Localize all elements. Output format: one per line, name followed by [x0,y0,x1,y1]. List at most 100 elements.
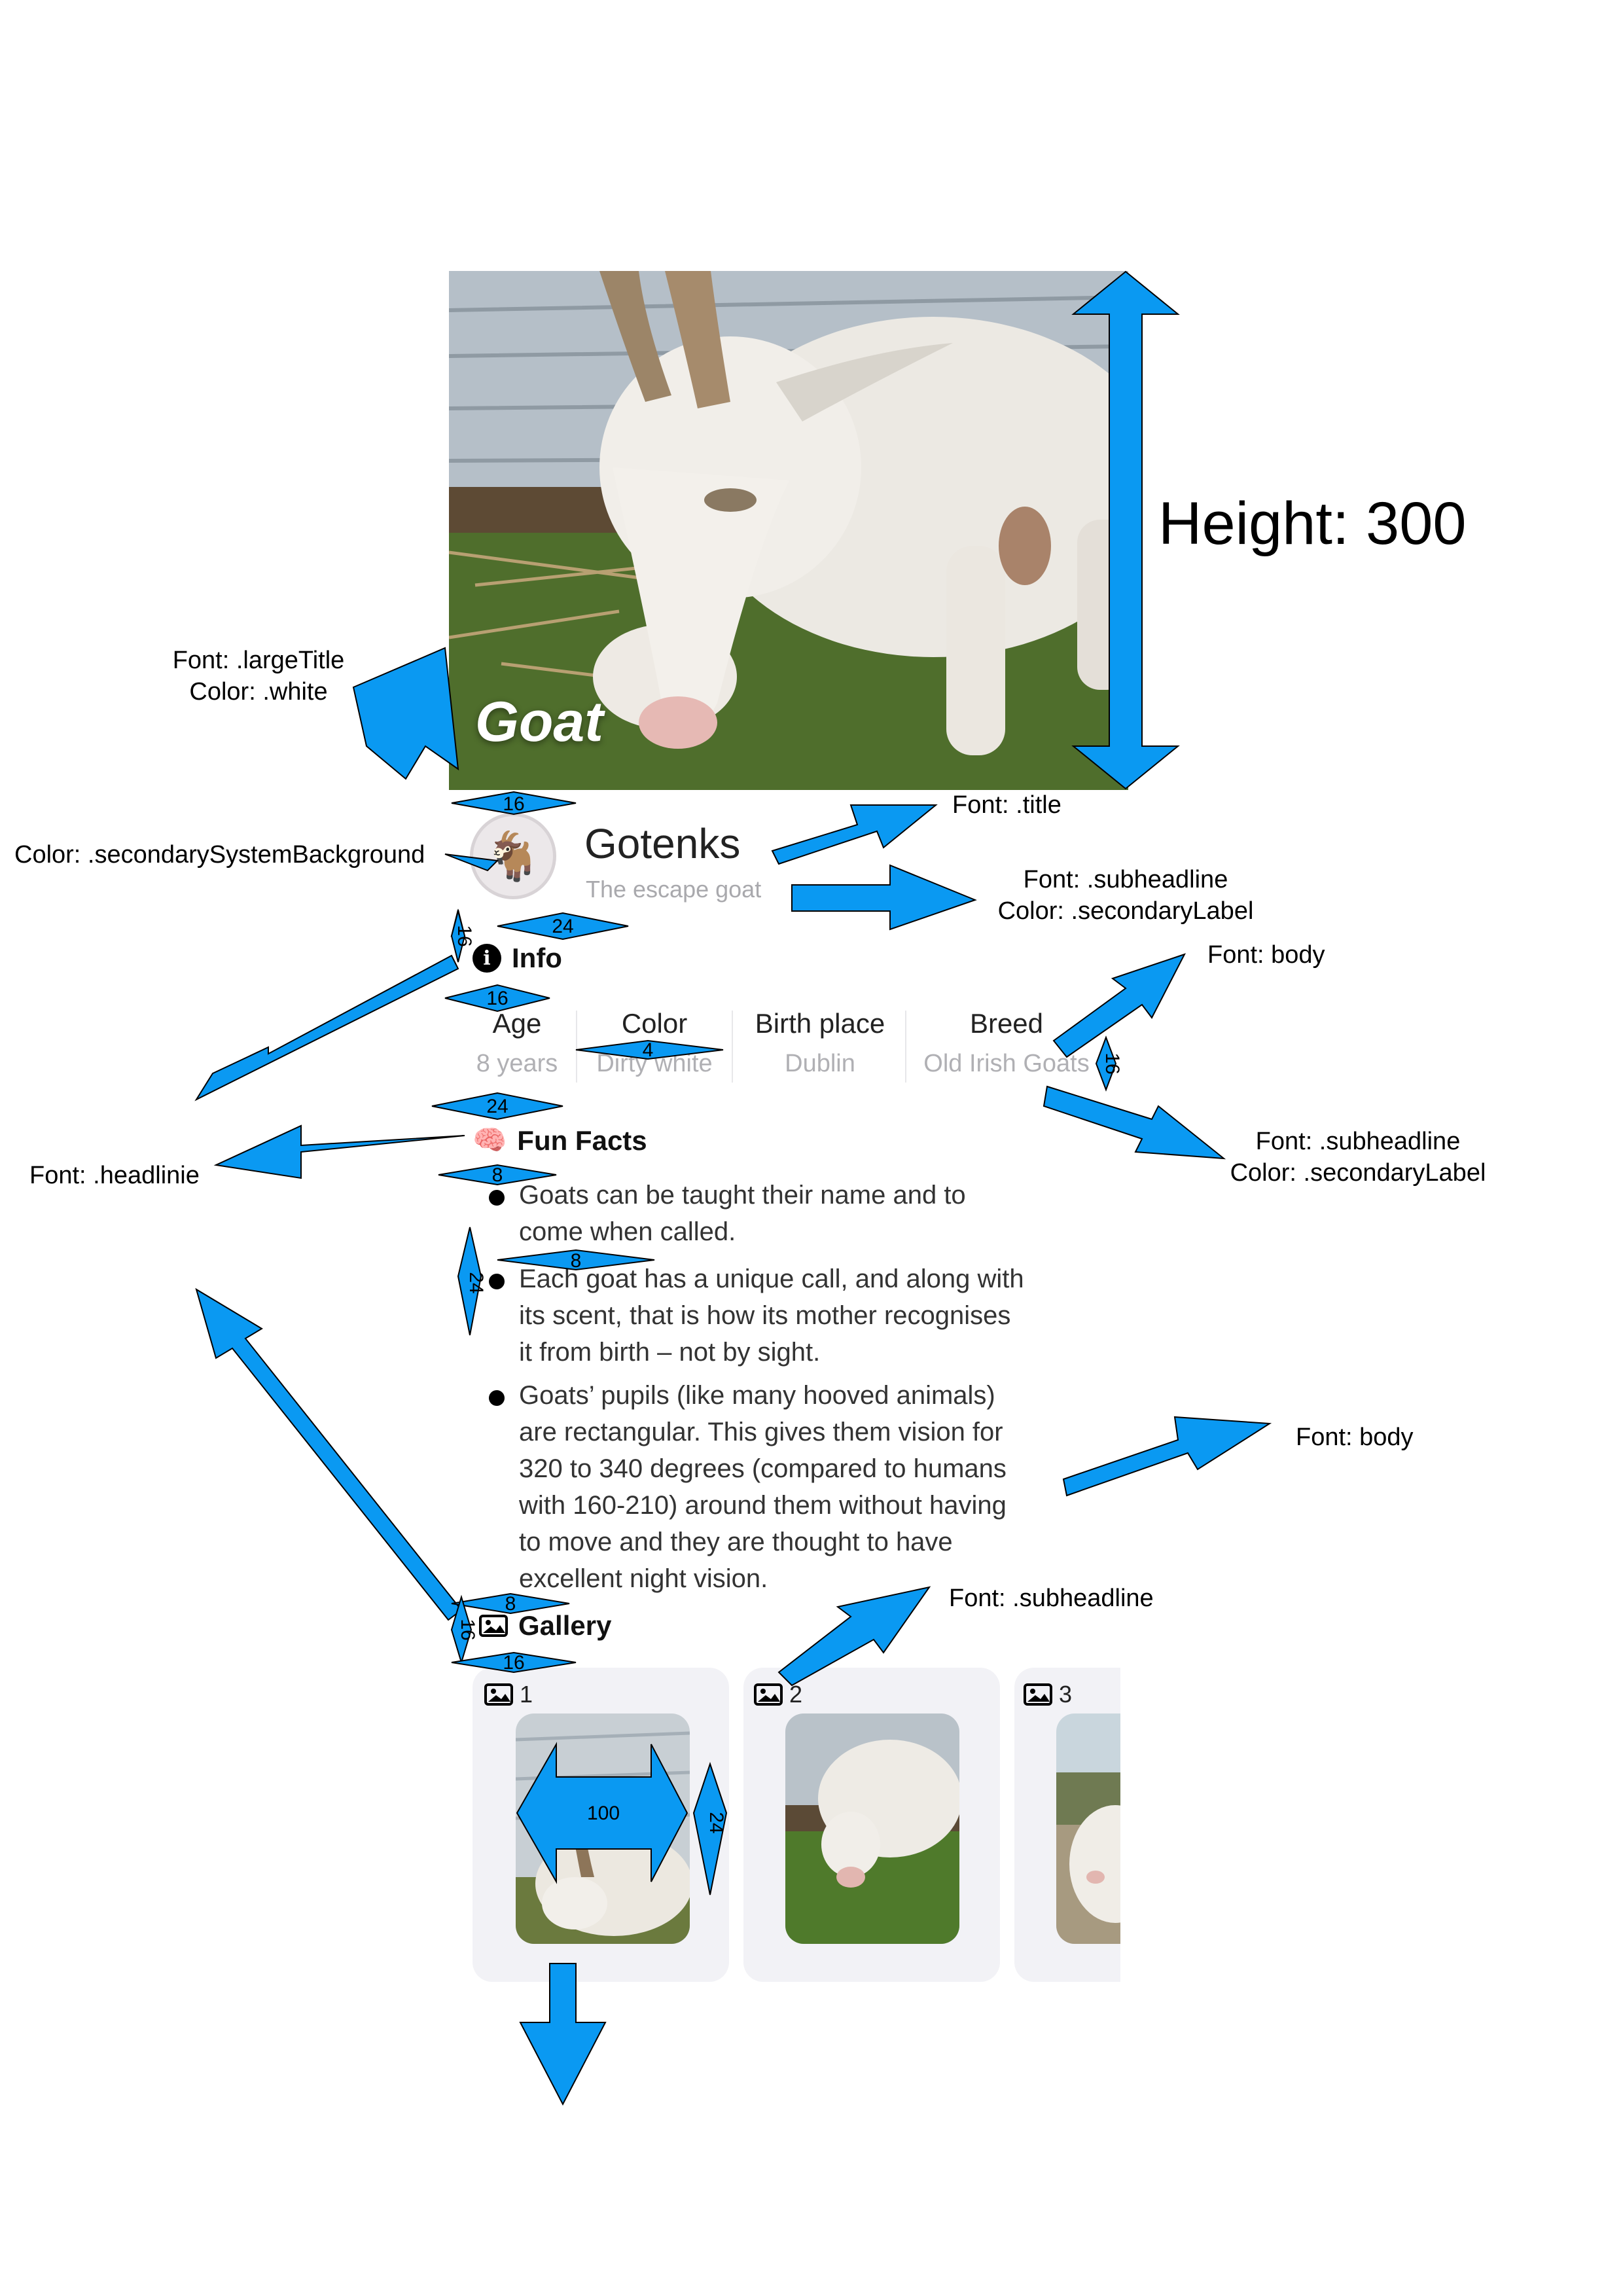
fun-facts-header: 🧠 Fun Facts [473,1124,647,1157]
fun-facts-title: Fun Facts [517,1124,647,1156]
height-note: Height: 300 [1158,490,1467,557]
info-arrow [194,954,459,1102]
dim-gallery-top [451,1592,570,1615]
goat-photo [516,1713,690,1944]
fun-fact-item: Goats’ pupils (like many hooved animals)… [519,1377,1108,1597]
gallery-card[interactable]: 2 [743,1668,1000,1982]
goat-photo [785,1713,959,1944]
dim-fact-gap [497,1249,655,1271]
dim-label: 24 [552,916,573,937]
dim-thumb-w [516,1742,688,1884]
body-top-note: Font: body [1207,941,1325,969]
fun-fact-item: Goats can be taught their name and to co… [519,1177,1108,1250]
gallery-card[interactable]: 3 [1014,1668,1120,1982]
info-value: Old Irish Goats [923,1050,1090,1077]
fact-line: its scent, that is how its mother recogn… [519,1301,1011,1330]
bullet-dot [489,1274,505,1289]
gallery-card-header: 1 [484,1681,533,1708]
dim-info-gap [444,984,550,1013]
goat-photo [449,271,1128,790]
dim-label: 8 [571,1250,582,1272]
gallery-card-clip: 3 [1014,1668,1120,1982]
avatar-arrow [444,853,499,872]
body-arrow [1052,953,1186,1058]
gallery-card-label: 3 [1059,1681,1073,1708]
avatar: 🐐 [470,813,556,899]
gallery-card-header: 3 [1024,1681,1072,1708]
fact-line: Each goat has a unique call, and along w… [519,1265,1024,1293]
dim-avatar-gap [497,912,629,941]
gallery-subheadline-note: Font: .subheadline [949,1585,1154,1612]
gallery-header: Gallery [479,1610,611,1641]
divider [905,1011,906,1083]
fact-line: to move and they are thought to have [519,1528,953,1556]
bullet-dot [489,1190,505,1206]
headline-arrow [213,1124,465,1179]
photo-icon [754,1683,783,1706]
body-facts-arrow [1062,1416,1272,1497]
photo-icon [484,1683,513,1706]
fact-line: excellent night vision. [519,1564,768,1593]
dim-funfacts-gap [431,1092,563,1121]
dim-hero-gap [451,791,577,816]
dim-col-gap [575,1039,724,1060]
brain-icon: 🧠 [473,1124,507,1155]
large-title-note: Font: .largeTitle Color: .white [172,647,345,706]
dim-funfacts-h [438,1164,557,1186]
dim-labels: 16 24 16 16 4 16 24 8 8 24 8 16 16 100 2… [454,793,1123,1834]
height-arrow [1071,270,1180,790]
info-icon: i [473,944,501,973]
dim-label: 16 [454,925,475,946]
bullet-dot [489,1390,505,1406]
info-column-breed: Breed Old Irish Goats [908,1008,1105,1078]
goat-emoji-icon: 🐐 [484,830,543,883]
fact-line: Goats’ pupils (like many hooved animals) [519,1381,995,1410]
hero-title: Goat [475,691,603,753]
gallery-thumbnail[interactable] [785,1713,959,1944]
dim-label: 24 [705,1812,727,1833]
dim-label: 8 [505,1593,516,1615]
avatar-bg-note: Color: .secondarySystemBackground [14,841,425,869]
fact-line: it from birth – not by sight. [519,1338,821,1367]
dim-label: 100 [587,1803,620,1824]
dim-label: 24 [465,1272,487,1293]
dim-gallery-gap [451,1651,577,1674]
gallery-thumbnail[interactable] [1056,1713,1120,1944]
title-font-note: Font: .title [952,791,1061,819]
dim-fact-v [457,1227,482,1336]
divider [576,1011,577,1083]
fact-line: are rectangular. This gives them vision … [519,1418,1003,1446]
dim-label: 8 [492,1164,503,1186]
fact-line: Goats can be taught their name and to [519,1181,966,1210]
info-values-arrow [1043,1085,1226,1160]
info-column-age: Age 8 years [461,1008,573,1078]
fact-line: with 160-210) around them without having [519,1491,1007,1520]
dim-label: 16 [503,793,524,815]
fact-line: come when called. [519,1217,736,1246]
gallery-card-label: 2 [789,1681,803,1708]
fact-line: 320 to 340 degrees (compared to humans [519,1454,1007,1483]
gallery-card-label: 1 [520,1681,533,1708]
photo-icon [479,1615,508,1637]
subheadline-arrow [791,864,977,931]
photo-icon [1024,1683,1052,1706]
info-value: 8 years [476,1050,558,1077]
info-column-birth-place: Birth place Dublin [738,1008,902,1078]
gallery-diagonal-arrow [195,1287,463,1621]
fun-fact-item: Each goat has a unique call, and along w… [519,1261,1108,1371]
divider [732,1011,733,1083]
down-arrow [519,1963,607,2106]
gallery-title: Gallery [518,1610,612,1641]
info-header: i Info [473,942,562,974]
gallery-thumbnail[interactable] [516,1713,690,1944]
dim-label: 16 [503,1652,524,1674]
dim-thumb-v [692,1761,728,1895]
info-label: Color [621,1008,688,1039]
info-value: Dublin [785,1050,855,1077]
subheadline-note: Font: .subheadline Color: .secondaryLabe… [997,866,1254,925]
goat-photo [1056,1713,1120,1944]
gallery-subheadline-arrow [777,1586,931,1687]
dim-label: 16 [457,1619,478,1640]
large-title-arrow [352,647,459,780]
